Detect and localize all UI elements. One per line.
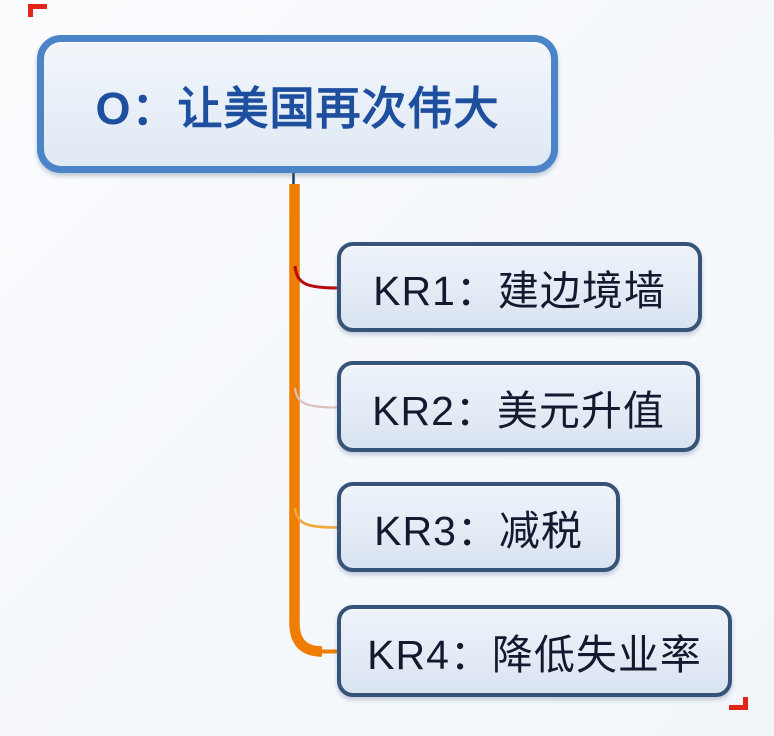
- crop-corner-mark-top-left: [28, 4, 47, 17]
- kr3-node[interactable]: KR3：减税: [337, 482, 620, 572]
- branch-line-kr1: [293, 265, 339, 290]
- kr1-label: KR1：建边境墙: [373, 268, 666, 314]
- kr2-label: KR2：美元升值: [372, 387, 665, 434]
- crop-corner-mark-bottom-right: [729, 697, 748, 710]
- root-objective-node[interactable]: O：让美国再次伟大: [37, 35, 558, 173]
- branch-line-kr2: [293, 387, 339, 409]
- kr1-node[interactable]: KR1：建边境墙: [337, 242, 702, 332]
- root-objective-label: O：让美国再次伟大: [95, 82, 500, 134]
- kr2-node[interactable]: KR2：美元升值: [337, 361, 700, 452]
- trunk-line: [289, 184, 323, 657]
- kr4-node[interactable]: KR4：降低失业率: [337, 605, 732, 697]
- kr4-label: KR4：降低失业率: [367, 632, 702, 678]
- kr3-label: KR3：减税: [374, 508, 583, 554]
- branch-line-kr3: [293, 507, 339, 529]
